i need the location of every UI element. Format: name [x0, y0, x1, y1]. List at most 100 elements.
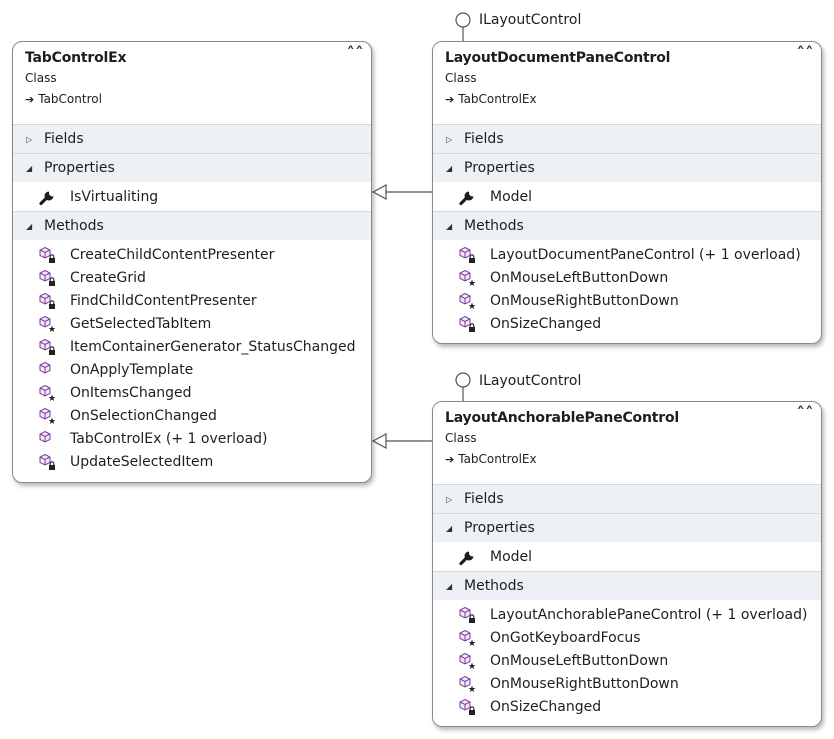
class-title: LayoutAnchorablePaneControl — [445, 410, 679, 426]
public-method-icon — [39, 361, 57, 379]
protected-method-icon — [459, 629, 477, 647]
member-row[interactable]: OnItemsChanged — [13, 381, 371, 404]
section-header-properties[interactable]: ◢Properties — [433, 153, 821, 182]
member-row[interactable]: OnSelectionChanged — [13, 404, 371, 427]
member-list: IsVirtualiting — [13, 182, 371, 211]
member-label: CreateGrid — [70, 269, 146, 286]
member-label: OnItemsChanged — [70, 384, 192, 401]
class-base: ➔TabControlEx — [445, 452, 537, 466]
member-row[interactable]: GetSelectedTabItem — [13, 312, 371, 335]
member-row[interactable]: TabControlEx (+ 1 overload) — [13, 427, 371, 450]
inherits-arrow-icon: ➔ — [445, 453, 455, 466]
protected-method-icon — [459, 675, 477, 693]
protected-method-icon — [459, 292, 477, 310]
member-row[interactable]: CreateChildContentPresenter — [13, 243, 371, 266]
section-header-properties[interactable]: ◢Properties — [433, 513, 821, 542]
member-list: LayoutAnchorablePaneControl (+ 1 overloa… — [433, 600, 821, 721]
interface-lollipop-anchorable — [455, 372, 471, 402]
expanded-triangle-icon[interactable]: ◢ — [26, 163, 33, 173]
member-row[interactable]: Model — [433, 185, 821, 208]
section-header-fields[interactable]: ▷Fields — [433, 484, 821, 513]
inheritance-arrow-document — [371, 183, 433, 201]
member-row[interactable]: OnApplyTemplate — [13, 358, 371, 381]
member-row[interactable]: OnMouseRightButtonDown — [433, 672, 821, 695]
member-label: UpdateSelectedItem — [70, 453, 214, 470]
member-label: Model — [490, 548, 533, 565]
class-box-layoutdocumentpanecontrol[interactable]: LayoutDocumentPaneControl Class ➔TabCont… — [432, 41, 822, 344]
member-label: OnMouseLeftButtonDown — [490, 269, 669, 286]
member-label: LayoutDocumentPaneControl (+ 1 overload) — [490, 246, 801, 263]
member-row[interactable]: LayoutAnchorablePaneControl (+ 1 overloa… — [433, 603, 821, 626]
class-box-layoutanchorablepanecontrol[interactable]: LayoutAnchorablePaneControl Class ➔TabCo… — [432, 401, 822, 727]
interface-label-document: ILayoutControl — [479, 12, 582, 28]
section-header-methods[interactable]: ◢Methods — [433, 211, 821, 240]
member-row[interactable]: CreateGrid — [13, 266, 371, 289]
collapse-chevron-icon[interactable]: ˄˄ — [796, 405, 814, 421]
class-box-tabcontrolex[interactable]: TabControlEx Class ➔TabControl ˄˄ ▷Field… — [12, 41, 372, 483]
expanded-triangle-icon[interactable]: ◢ — [446, 163, 453, 173]
member-label: OnApplyTemplate — [70, 361, 194, 378]
protected-method-icon — [459, 652, 477, 670]
member-label: IsVirtualiting — [70, 188, 159, 205]
section-header-methods[interactable]: ◢Methods — [433, 571, 821, 600]
private-method-icon — [39, 269, 57, 287]
private-method-icon — [459, 606, 477, 624]
interface-lollipop-document — [455, 12, 471, 42]
expanded-triangle-icon[interactable]: ◢ — [446, 581, 453, 591]
member-row[interactable]: Model — [433, 545, 821, 568]
member-label: CreateChildContentPresenter — [70, 246, 275, 263]
collapse-chevron-icon[interactable]: ˄˄ — [796, 45, 814, 61]
member-label: OnSizeChanged — [490, 698, 602, 715]
member-row[interactable]: OnSizeChanged — [433, 312, 821, 335]
member-row[interactable]: OnGotKeyboardFocus — [433, 626, 821, 649]
member-label: Model — [490, 188, 533, 205]
member-row[interactable]: OnSizeChanged — [433, 695, 821, 718]
section-header-fields[interactable]: ▷Fields — [433, 124, 821, 153]
public-method-icon — [39, 430, 57, 448]
section-header-methods[interactable]: ◢Methods — [13, 211, 371, 240]
member-label: OnMouseLeftButtonDown — [490, 652, 669, 669]
inherits-arrow-icon: ➔ — [25, 93, 35, 106]
member-row[interactable]: LayoutDocumentPaneControl (+ 1 overload) — [433, 243, 821, 266]
collapse-chevron-icon[interactable]: ˄˄ — [346, 45, 364, 61]
base-class-name: TabControlEx — [458, 92, 537, 106]
collapsed-triangle-icon[interactable]: ▷ — [26, 134, 33, 144]
class-title: LayoutDocumentPaneControl — [445, 50, 671, 66]
member-label: TabControlEx (+ 1 overload) — [70, 430, 268, 447]
wrench-icon — [459, 548, 477, 566]
base-class-name: TabControl — [38, 92, 102, 106]
class-header: LayoutDocumentPaneControl Class ➔TabCont… — [433, 42, 821, 124]
class-stereotype: Class — [445, 71, 477, 85]
class-base: ➔TabControlEx — [445, 92, 537, 106]
section-header-properties[interactable]: ◢Properties — [13, 153, 371, 182]
member-label: OnGotKeyboardFocus — [490, 629, 641, 646]
expanded-triangle-icon[interactable]: ◢ — [446, 221, 453, 231]
member-row[interactable]: OnMouseRightButtonDown — [433, 289, 821, 312]
member-list: LayoutDocumentPaneControl (+ 1 overload)… — [433, 240, 821, 338]
private-method-icon — [459, 246, 477, 264]
member-row[interactable]: OnMouseLeftButtonDown — [433, 649, 821, 672]
collapsed-triangle-icon[interactable]: ▷ — [446, 494, 453, 504]
member-list: Model — [433, 542, 821, 571]
member-row[interactable]: OnMouseLeftButtonDown — [433, 266, 821, 289]
protected-method-icon — [39, 315, 57, 333]
member-label: OnSizeChanged — [490, 315, 602, 332]
section-header-fields[interactable]: ▷Fields — [13, 124, 371, 153]
protected-method-icon — [459, 269, 477, 287]
member-label: ItemContainerGenerator_StatusChanged — [70, 338, 356, 355]
member-row[interactable]: FindChildContentPresenter — [13, 289, 371, 312]
private-method-icon — [459, 315, 477, 333]
collapsed-triangle-icon[interactable]: ▷ — [446, 134, 453, 144]
member-row[interactable]: ItemContainerGenerator_StatusChanged — [13, 335, 371, 358]
private-method-icon — [39, 453, 57, 471]
expanded-triangle-icon[interactable]: ◢ — [446, 523, 453, 533]
expanded-triangle-icon[interactable]: ◢ — [26, 221, 33, 231]
member-label: LayoutAnchorablePaneControl (+ 1 overloa… — [490, 606, 808, 623]
member-row[interactable]: IsVirtualiting — [13, 185, 371, 208]
member-row[interactable]: UpdateSelectedItem — [13, 450, 371, 473]
base-class-name: TabControlEx — [458, 452, 537, 466]
class-stereotype: Class — [25, 71, 57, 85]
private-method-icon — [39, 246, 57, 264]
member-label: FindChildContentPresenter — [70, 292, 257, 309]
wrench-icon — [39, 188, 57, 206]
